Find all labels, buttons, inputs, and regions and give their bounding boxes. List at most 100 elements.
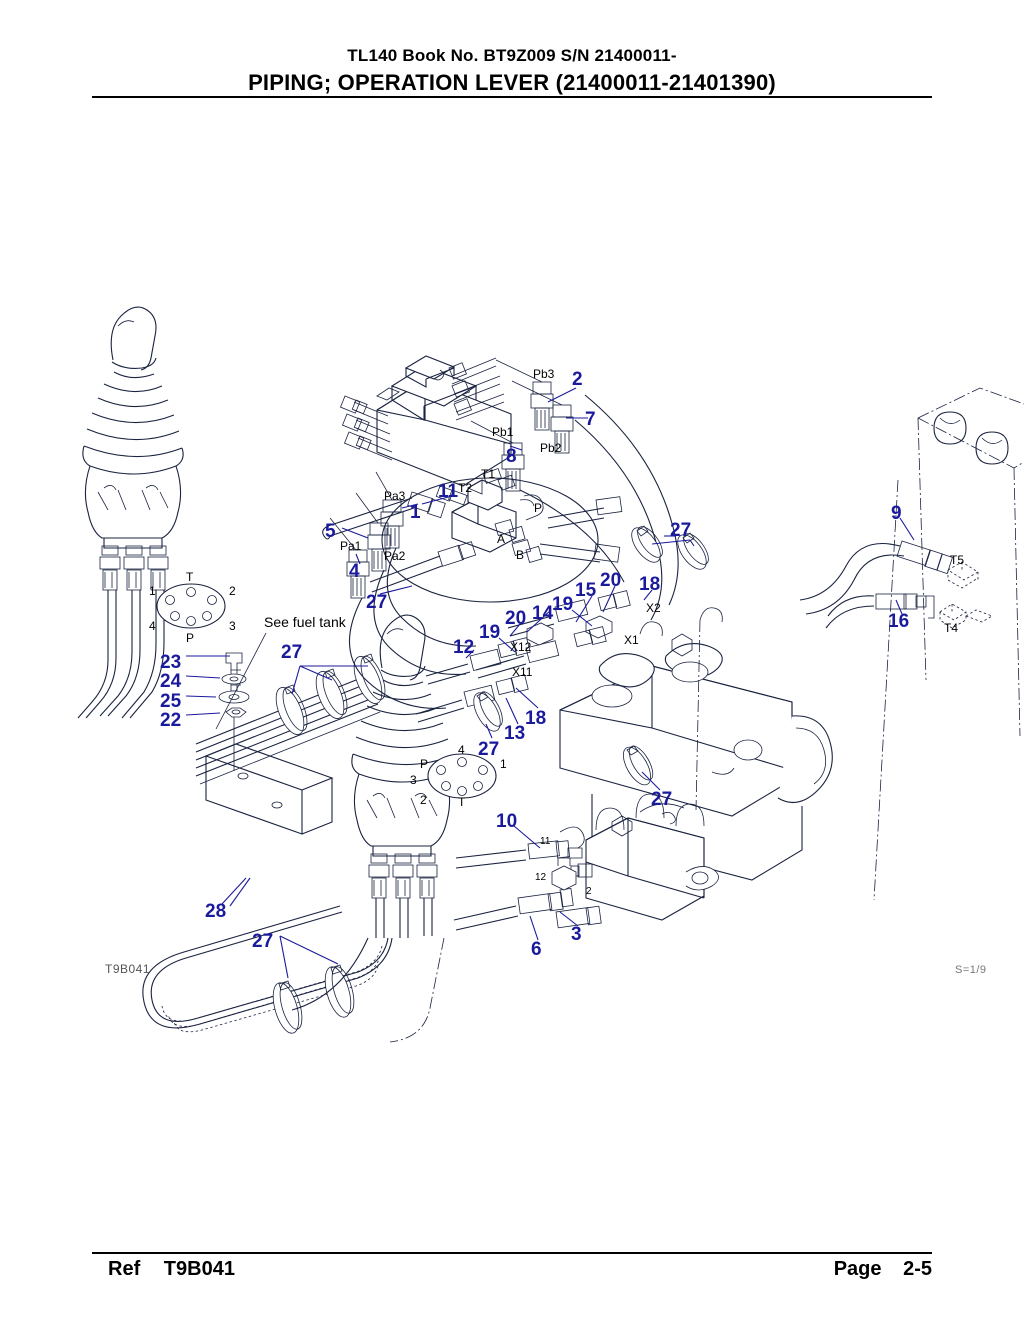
- note-see-fuel-tank: See fuel tank: [264, 614, 347, 630]
- callout-8: 8: [506, 446, 517, 467]
- callout-13: 13: [504, 723, 525, 744]
- port-label-X12: X12: [510, 640, 532, 654]
- pilot-line-fittings: [415, 590, 631, 723]
- header-divider: [92, 96, 932, 98]
- callout-9: 9: [891, 503, 902, 524]
- callout-7: 7: [585, 409, 596, 430]
- drawing-scale-note: S=1/9: [955, 964, 987, 976]
- port-label-3-right: 3: [410, 773, 417, 787]
- hose-clamp-group-upper-right: [631, 525, 709, 570]
- port-label-X1: X1: [624, 633, 639, 647]
- port-label-Pb2: Pb2: [540, 441, 562, 455]
- page-header: TL140 Book No. BT9Z009 S/N 21400011- PIP…: [0, 0, 1024, 100]
- callout-3: 3: [571, 924, 582, 945]
- hose-clamp-group-left: [275, 653, 386, 735]
- valve-port-fittings: [329, 359, 574, 599]
- port-label-2-right: 2: [420, 793, 427, 807]
- port-label-X11: X11: [512, 665, 533, 679]
- callout-5: 5: [325, 521, 336, 542]
- port-label-4-right: 4: [458, 743, 465, 757]
- hydraulic-hose-routing: [348, 394, 679, 709]
- hose-bundle-upper-left: [195, 653, 386, 785]
- fuel-tank-note: See fuel tank: [215, 614, 347, 730]
- callout-19-a: 19: [552, 594, 573, 615]
- port-label-Pa3: Pa3: [384, 489, 406, 503]
- port-label-3-left: 3: [229, 619, 236, 633]
- port-label-T1: T1: [481, 467, 495, 481]
- right-joystick-assembly: [351, 614, 453, 938]
- port-label-P-left: P: [186, 631, 194, 645]
- port-label-X2: X2: [646, 601, 661, 615]
- callout-27-a: 27: [366, 592, 387, 613]
- hose-clamp-group-bottom: [272, 964, 355, 1034]
- port-label-manifold-11: 11: [540, 836, 551, 847]
- footer-reference: Ref T9B041: [108, 1258, 235, 1281]
- solenoid-manifold-block: [570, 793, 719, 921]
- callout-12: 12: [453, 637, 474, 658]
- port-label-Pb3: Pb3: [533, 367, 555, 381]
- pump-motor-housing: [559, 607, 833, 881]
- port-label-T2: T2: [458, 481, 472, 495]
- port-label-1-right: 1: [500, 757, 507, 771]
- parts-diagram: T P 1 2 3 4: [0, 100, 1024, 1240]
- callout-number-group: 1 2 3 4 5 6 7 8 9 10 11 12 13 14 15 16 1…: [160, 369, 909, 960]
- callout-19-b: 19: [479, 622, 500, 643]
- diagram-canvas: T P 1 2 3 4: [77, 306, 1024, 1043]
- header-title-line-1: TL140 Book No. BT9Z009 S/N 21400011-: [347, 46, 677, 65]
- port-label-T-right: T: [458, 795, 466, 809]
- port-label-manifold-12: 12: [535, 872, 547, 883]
- footer-ref-label: Ref: [108, 1258, 141, 1280]
- drawing-code: T9B041: [105, 962, 151, 976]
- hose-clamp-right-lower: [622, 745, 661, 791]
- callout-18-a: 18: [639, 574, 660, 595]
- port-pattern-right: P 4 1 T 2 3: [410, 743, 507, 809]
- footer-page: Page 2-5: [834, 1258, 932, 1281]
- callout-leaders: [221, 387, 915, 941]
- callout-11: 11: [438, 481, 459, 502]
- footer-ref-code: T9B041: [163, 1258, 235, 1280]
- callout-27-c: 27: [670, 520, 691, 541]
- port-label-4-left: 4: [149, 619, 156, 633]
- callout-27-e: 27: [651, 789, 672, 810]
- mounting-hardware-stack: [185, 652, 334, 835]
- hose-clamp-center: [473, 691, 503, 739]
- callout-14: 14: [532, 603, 554, 624]
- callout-28: 28: [205, 901, 226, 922]
- port-label-T5: T5: [950, 553, 964, 567]
- callout-4: 4: [349, 561, 360, 582]
- port-label-P-right: P: [420, 757, 428, 771]
- callout-20-b: 20: [505, 608, 526, 629]
- callout-27-d: 27: [478, 739, 499, 760]
- port-label-2-left: 2: [229, 584, 236, 598]
- callout-2: 2: [572, 369, 583, 390]
- port-label-A: A: [497, 532, 505, 546]
- callout-23: 23: [160, 652, 181, 673]
- right-port-fittings: [799, 387, 1024, 901]
- port-label-T-left: T: [186, 570, 194, 584]
- pilot-valve-block: [322, 468, 623, 603]
- port-label-Pa1: Pa1: [340, 539, 362, 553]
- callout-10: 10: [496, 811, 517, 832]
- callout-25: 25: [160, 691, 182, 712]
- port-label-T4: T4: [944, 621, 958, 635]
- lower-hose-fittings: [453, 826, 602, 931]
- main-control-valve: [339, 355, 512, 487]
- callout-18-b: 18: [525, 708, 546, 729]
- callout-15: 15: [575, 580, 597, 601]
- port-label-1-left: 1: [149, 584, 156, 598]
- left-joystick-assembly: [77, 306, 184, 719]
- callout-16: 16: [888, 611, 909, 632]
- port-label-B: B: [516, 548, 524, 562]
- port-label-P-pilot: P: [534, 501, 542, 515]
- callout-1: 1: [410, 502, 421, 523]
- port-label-group: Pb3 Pb1 Pb2 Pa3 Pa1 Pa2 T1 T2 P A B X1 X…: [340, 367, 964, 897]
- footer-divider: [92, 1252, 932, 1254]
- callout-24: 24: [160, 671, 182, 692]
- callout-27-b: 27: [281, 642, 302, 663]
- port-label-Pb1: Pb1: [492, 425, 514, 439]
- footer-page-label: Page: [833, 1258, 882, 1280]
- callout-20-a: 20: [600, 570, 621, 591]
- port-label-manifold-2: 2: [586, 886, 592, 897]
- callout-22: 22: [160, 710, 181, 731]
- port-label-Pa2: Pa2: [384, 549, 406, 563]
